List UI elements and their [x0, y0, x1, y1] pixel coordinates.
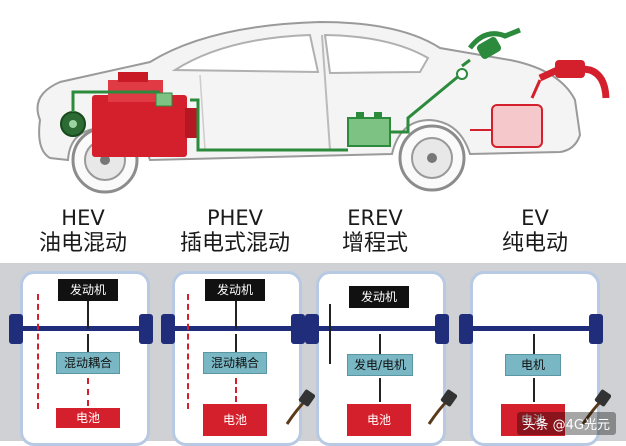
fuel-nozzle-icon: [530, 60, 610, 99]
type-name: 增程式: [341, 231, 408, 257]
rear-wheel: [398, 124, 466, 192]
wheel: [9, 314, 23, 344]
arrow: [87, 301, 89, 329]
arrow: [533, 334, 535, 358]
type-code: HEV: [61, 206, 105, 230]
plug-icon: [427, 389, 457, 425]
panel-erev: 发动机 发电/电机 电池: [305, 271, 457, 446]
wheel: [435, 314, 449, 344]
type-name: 纯电动: [501, 231, 568, 257]
battery-box: 电池: [347, 404, 411, 436]
watermark: 头条 @4G光元: [516, 412, 616, 435]
battery-box: 电池: [203, 404, 267, 436]
energy-path: [187, 294, 189, 409]
arrow: [379, 334, 381, 358]
battery-box: 电池: [501, 404, 565, 436]
wheel: [305, 314, 319, 344]
schematic-panels: 发动机 混动耦合 电池 发动机 混动耦合 电池 发动机 发电/电机 电池: [0, 263, 626, 446]
charging-plug-icon: [461, 27, 521, 68]
engine-box: 发动机: [205, 279, 265, 301]
type-code: EV: [521, 206, 549, 230]
energy-path: [235, 378, 237, 402]
arrow: [235, 334, 237, 356]
arrow: [329, 304, 331, 364]
type-name: 油电混动: [38, 231, 127, 257]
front-axle: [467, 326, 603, 331]
type-label-phev: PHEV 插电式混动: [160, 207, 310, 255]
energy-path: [87, 378, 89, 406]
plug-icon: [581, 389, 611, 425]
type-label-ev: EV 纯电动: [460, 207, 610, 255]
coupler-box: 发电/电机: [347, 354, 413, 376]
car-illustration: [36, 20, 610, 194]
wheel: [459, 314, 473, 344]
wheel: [589, 314, 603, 344]
energy-path: [37, 294, 39, 409]
type-code: EREV: [347, 206, 403, 230]
type-label-hev: HEV 油电混动: [8, 207, 158, 255]
battery-box: 电池: [56, 408, 120, 428]
type-name: 插电式混动: [179, 231, 290, 257]
inverter-icon: [155, 92, 173, 107]
arrow: [379, 378, 381, 402]
panel-hev: 发动机 混动耦合 电池: [9, 271, 153, 446]
engine-box: 发动机: [349, 286, 409, 308]
type-code: PHEV: [206, 206, 264, 230]
arrow: [235, 301, 237, 329]
motor-box: 电机: [505, 354, 561, 376]
car-windows: [171, 33, 430, 75]
wheel: [139, 314, 153, 344]
engine-icon: [92, 72, 197, 157]
front-axle: [313, 326, 449, 331]
coupler-box: 混动耦合: [56, 352, 120, 374]
battery-icon: [347, 112, 391, 147]
arrow: [87, 334, 89, 356]
front-axle: [17, 326, 153, 331]
engine-box: 发动机: [58, 279, 118, 301]
panel-phev: 发动机 混动耦合 电池: [161, 271, 315, 446]
front-axle: [169, 326, 305, 331]
coupler-box: 混动耦合: [203, 352, 267, 374]
arrow: [533, 378, 535, 402]
plug-icon: [285, 389, 315, 425]
fuel-tank-icon: [491, 104, 543, 148]
type-label-erev: EREV 增程式: [300, 207, 450, 255]
wheel: [161, 314, 175, 344]
wheel: [291, 314, 305, 344]
panel-ev: 电机 电池: [459, 271, 611, 446]
